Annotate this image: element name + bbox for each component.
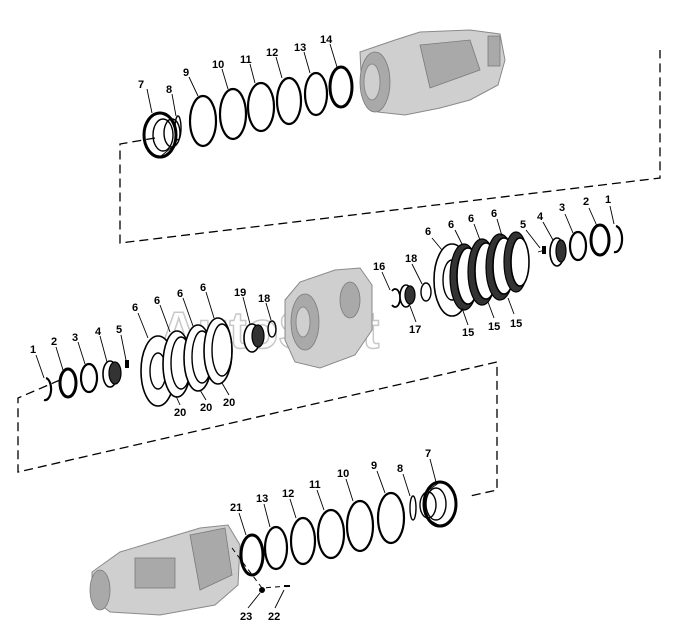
label-bottom-23: 23	[240, 611, 252, 623]
label-18-left: 18	[258, 293, 270, 305]
label-left-3: 3	[72, 332, 78, 344]
label-right-3: 3	[559, 202, 565, 214]
label-bottom-22: 22	[268, 611, 280, 623]
label-top-13: 13	[294, 42, 306, 54]
label-15b: 15	[488, 321, 500, 333]
label-left-6b: 6	[154, 295, 160, 307]
label-20b: 20	[200, 402, 212, 414]
right-upper-parts: 6 6 6 6 5 4 3 2 1	[425, 194, 624, 317]
ring-18-right	[420, 282, 432, 302]
label-15a: 15	[462, 327, 474, 339]
ring-13-top	[303, 71, 329, 117]
clutch-pack-15	[433, 231, 530, 317]
ring-2-left	[58, 367, 78, 399]
right-middle-parts: 16 18 17 15 15 15	[373, 253, 522, 339]
label-top-10: 10	[212, 59, 224, 71]
label-right-5: 5	[520, 219, 526, 231]
seal-8-top	[174, 115, 182, 141]
pin-5-left	[125, 360, 129, 368]
ring-12-top	[275, 76, 303, 126]
clutch-pack-20	[140, 317, 233, 407]
ring-12-bottom	[289, 516, 317, 566]
label-left-2: 2	[51, 336, 57, 348]
label-17: 17	[409, 324, 421, 336]
label-left-6a: 6	[132, 302, 138, 314]
ring-3-left	[79, 362, 99, 394]
seal-8-bottom	[409, 495, 417, 521]
label-top-11: 11	[240, 54, 252, 66]
piston-7-top	[142, 111, 181, 159]
label-20c: 20	[223, 397, 235, 409]
label-top-14: 14	[320, 34, 333, 46]
ring-14-top	[328, 65, 354, 109]
label-bottom-21: 21	[230, 502, 242, 514]
label-bottom-9: 9	[371, 460, 377, 472]
label-top-12: 12	[266, 47, 278, 59]
label-16: 16	[373, 261, 385, 273]
label-18-right: 18	[405, 253, 417, 265]
label-bottom-11: 11	[309, 479, 321, 491]
dashed-leader-22-23	[231, 547, 289, 589]
label-bottom-7: 7	[425, 448, 431, 460]
ring-9-top	[188, 94, 218, 148]
ring-13-bottom	[263, 525, 289, 571]
label-bottom-13: 13	[256, 493, 268, 505]
label-15c: 15	[510, 318, 522, 330]
snapring-1-left	[43, 376, 53, 402]
label-left-1: 1	[30, 344, 36, 356]
piston-7-bottom	[419, 480, 458, 528]
label-bottom-8: 8	[397, 463, 403, 475]
top-row-parts: 7 8 9 10 11 12 13 14	[138, 34, 354, 159]
label-right-1: 1	[605, 194, 611, 206]
ring-3-right	[568, 230, 588, 262]
label-right-4: 4	[537, 211, 544, 223]
snapring-1-right	[613, 224, 624, 254]
bearing-19	[243, 323, 265, 353]
ring-10-top	[218, 87, 248, 141]
bolt-23	[259, 587, 265, 593]
label-20a: 20	[174, 407, 186, 419]
bottom-row-parts: 21 13 12 11 10 9 8 7 23 22	[230, 448, 458, 623]
ring-21-bottom	[239, 533, 265, 577]
label-left-6c: 6	[177, 288, 183, 300]
label-top-9: 9	[183, 67, 189, 79]
label-bottom-10: 10	[337, 468, 349, 480]
snapring-16-right	[391, 288, 401, 308]
ring-9-bottom	[376, 491, 406, 545]
label-right-6c: 6	[468, 213, 474, 225]
label-left-4: 4	[95, 326, 102, 338]
ring-11-top	[246, 81, 276, 133]
dashed-frame-bottom	[17, 361, 498, 497]
label-top-7: 7	[138, 79, 144, 91]
ring-18-left	[267, 320, 277, 338]
transmission-housing-bottom	[89, 524, 241, 616]
label-right-6d: 6	[491, 208, 497, 220]
label-bottom-12: 12	[282, 488, 294, 500]
transmission-housing-middle	[284, 267, 373, 369]
label-19: 19	[234, 287, 246, 299]
dashed-frame-top	[119, 50, 661, 244]
bearing-4-right	[549, 237, 567, 267]
bearing-17	[399, 284, 416, 308]
bearing-4-left	[102, 360, 122, 388]
left-middle-parts: 1 2 3 4 5 6 6 6 6 19 18 20 20 20	[30, 282, 277, 419]
ring-10-bottom	[345, 499, 375, 553]
pin-5-right	[542, 246, 546, 254]
label-right-6b: 6	[448, 219, 454, 231]
label-top-8: 8	[166, 84, 172, 96]
label-right-6a: 6	[425, 226, 431, 238]
label-right-2: 2	[583, 196, 589, 208]
label-left-5: 5	[116, 324, 122, 336]
ring-2-right	[589, 223, 611, 257]
transmission-housing-top	[359, 29, 506, 116]
ring-11-bottom	[316, 508, 346, 560]
label-left-6d: 6	[200, 282, 206, 294]
